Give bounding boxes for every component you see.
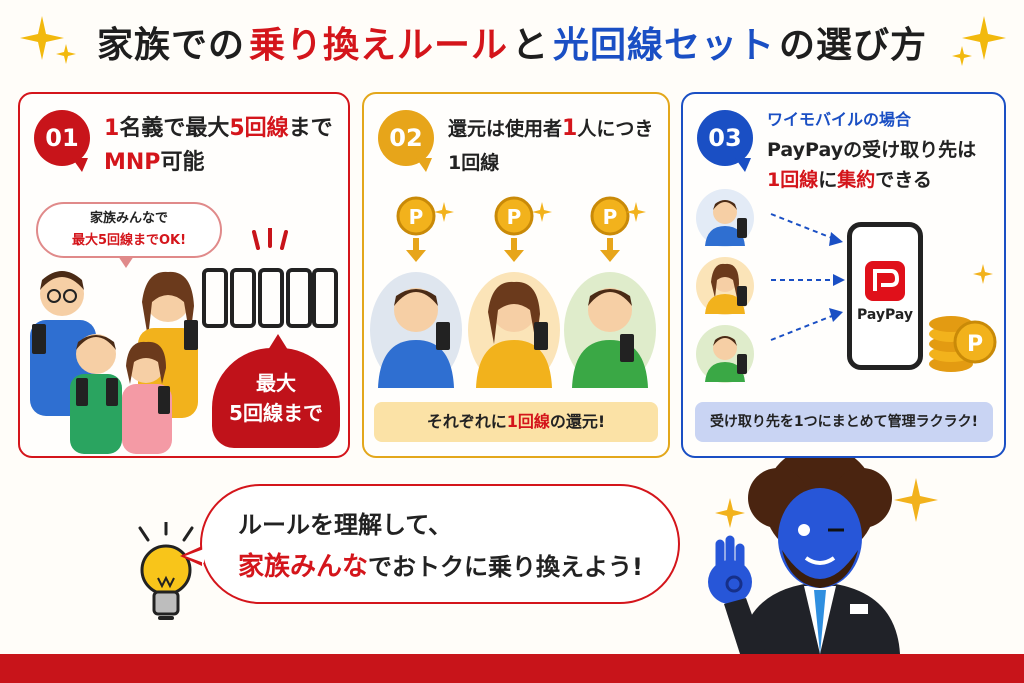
svg-text:P: P [967, 332, 983, 357]
panel-2-heading: 還元は使用者1人につき 1回線 [448, 116, 654, 174]
closing-speech-bubble: ルールを理解して、 家族みんなでおトクに乗り換えよう! [180, 484, 680, 604]
title-part5: の選び方 [779, 25, 928, 66]
step-badge-03: 03 [697, 110, 753, 172]
bottom-bar [0, 654, 1024, 683]
paypay-label: PayPay [856, 307, 914, 323]
panel-rule-2: 02 還元は使用者1人につき 1回線 P P P [362, 92, 670, 458]
panel-3-heading: ワイモバイルの場合 PayPayの受け取り先は 1回線に集約できる [767, 110, 977, 191]
light-bulb-icon [138, 522, 194, 620]
arrow-down-icon [406, 238, 620, 262]
panel-3-caption: 受け取り先を1つにまとめて管理ラクラク! [695, 402, 993, 442]
title-part3: と [511, 25, 549, 66]
title-part4: 光回線セット [553, 25, 776, 66]
coin-and-user-illustration: P P P [370, 196, 656, 388]
sparkle-icon [20, 16, 76, 64]
coin-stack-icon: P [929, 264, 997, 372]
svg-text:P: P [603, 205, 618, 229]
panel-rule-1: 01 1名義で最大5回線まで MNP可能 家族みんなで 最大5回線までOK! [18, 92, 350, 458]
step-badge-01: 01 [34, 110, 90, 172]
step-badge-02: 02 [378, 110, 434, 172]
title-part2: 乗り換えルール [248, 25, 508, 66]
user-avatars [696, 189, 754, 383]
max-lines-badge: 最大 5回線まで [212, 334, 340, 448]
arrow-right-icon [770, 213, 845, 341]
svg-text:P: P [507, 205, 522, 229]
smartphone-icon [202, 228, 338, 328]
panel-1-heading: 1名義で最大5回線まで MNP可能 [104, 116, 333, 175]
coin-icon: P P P [396, 196, 630, 236]
title-part1: 家族での [96, 25, 245, 66]
family-illustration [30, 271, 198, 454]
panel-rule-3: 03 ワイモバイルの場合 PayPayの受け取り先は 1回線に集約できる [681, 92, 1006, 458]
svg-text:P: P [409, 205, 424, 229]
paypay-logo-icon [865, 261, 905, 301]
family-speech-bubble: 家族みんなで 最大5回線までOK! [36, 202, 222, 268]
panel-2-caption: それぞれに1回線の還元! [374, 402, 658, 442]
sparkle-icon [952, 16, 1006, 66]
mascot-character [708, 458, 938, 654]
paypay-phone: PayPay [847, 222, 923, 370]
page-title: 家族での 乗り換えルール と 光回線セット の選び方 [0, 14, 1024, 70]
